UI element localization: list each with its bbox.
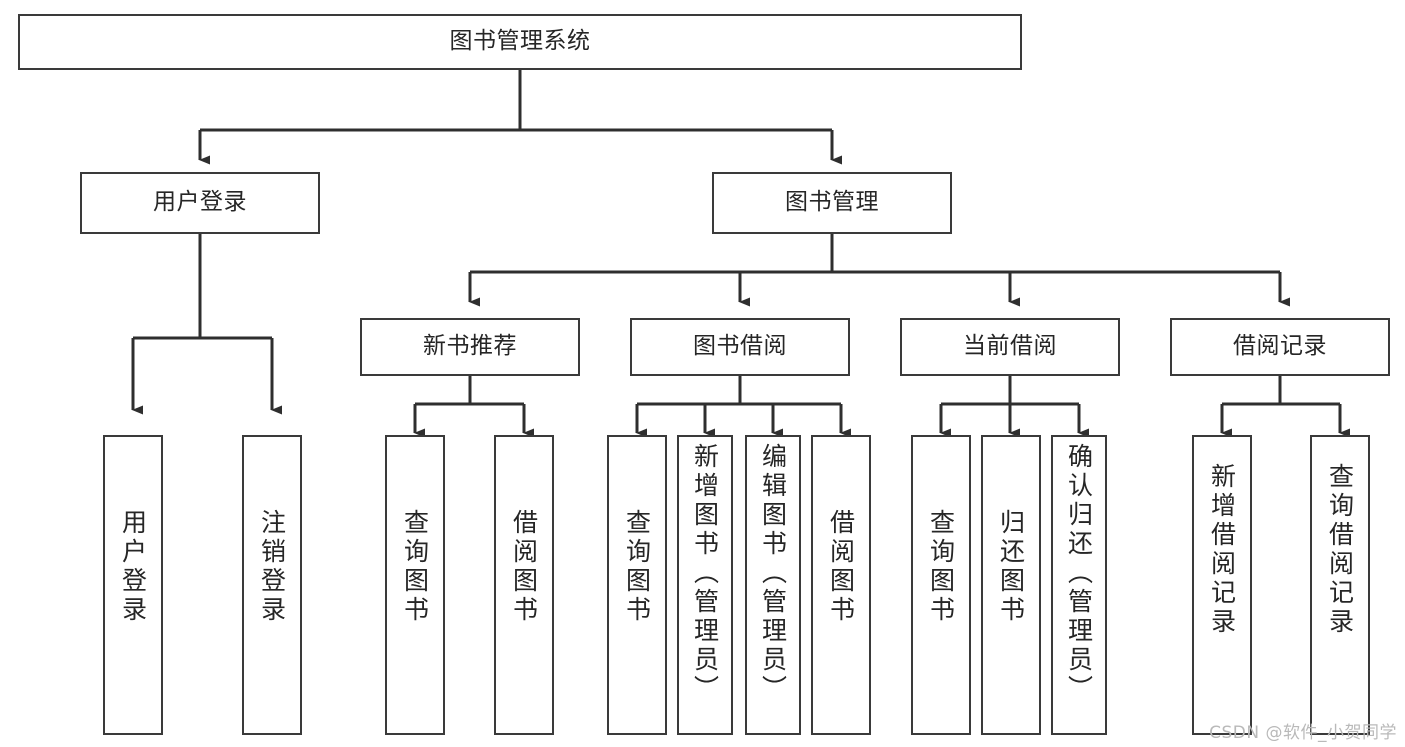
node-label: 用户登录 [118,509,148,625]
leaf-user-login-logout[interactable]: 注销登录 [242,435,302,735]
node-label: 注销登录 [257,509,287,625]
leaf-borrow-borrow-book[interactable]: 借阅图书 [811,435,871,735]
leaf-recommend-borrow-book[interactable]: 借阅图书 [494,435,554,735]
node-label: 归还图书 [996,509,1026,625]
node-label: 新增图书（管理员） [690,443,720,704]
leaf-record-add-record[interactable]: 新增借阅记录 [1192,435,1252,735]
node-label: 当前借阅 [963,333,1057,360]
leaf-borrow-edit-book-admin[interactable]: 编辑图书（管理员） [745,435,801,735]
node-borrow-record[interactable]: 借阅记录 [1170,318,1390,376]
leaf-borrow-add-book-admin[interactable]: 新增图书（管理员） [677,435,733,735]
node-current-borrow[interactable]: 当前借阅 [900,318,1120,376]
node-label: 图书借阅 [693,333,787,360]
node-label: 新增借阅记录 [1207,463,1237,637]
node-label: 用户登录 [153,189,247,216]
csdn-watermark: CSDN @软件_小贺同学 [1209,723,1397,743]
leaf-record-query-record[interactable]: 查询借阅记录 [1310,435,1370,735]
leaf-current-confirm-return-admin[interactable]: 确认归还（管理员） [1051,435,1107,735]
leaf-borrow-query-book[interactable]: 查询图书 [607,435,667,735]
node-root-system[interactable]: 图书管理系统 [18,14,1022,70]
node-new-book-recommend[interactable]: 新书推荐 [360,318,580,376]
node-book-borrow[interactable]: 图书借阅 [630,318,850,376]
leaf-user-login-login[interactable]: 用户登录 [103,435,163,735]
node-book-management[interactable]: 图书管理 [712,172,952,234]
node-label: 编辑图书（管理员） [758,443,788,704]
node-label: 借阅图书 [509,509,539,625]
node-label: 查询图书 [926,509,956,625]
node-label: 确认归还（管理员） [1064,443,1094,704]
node-label: 查询借阅记录 [1325,463,1355,637]
node-label: 借阅记录 [1233,333,1327,360]
node-label: 图书管理系统 [449,28,591,55]
node-label: 查询图书 [622,509,652,625]
leaf-current-return-book[interactable]: 归还图书 [981,435,1041,735]
node-label: 图书管理 [785,189,879,216]
leaf-recommend-query-book[interactable]: 查询图书 [385,435,445,735]
leaf-current-query-book[interactable]: 查询图书 [911,435,971,735]
node-user-login[interactable]: 用户登录 [80,172,320,234]
node-label: 查询图书 [400,509,430,625]
node-label: 借阅图书 [826,509,856,625]
node-label: 新书推荐 [423,333,517,360]
